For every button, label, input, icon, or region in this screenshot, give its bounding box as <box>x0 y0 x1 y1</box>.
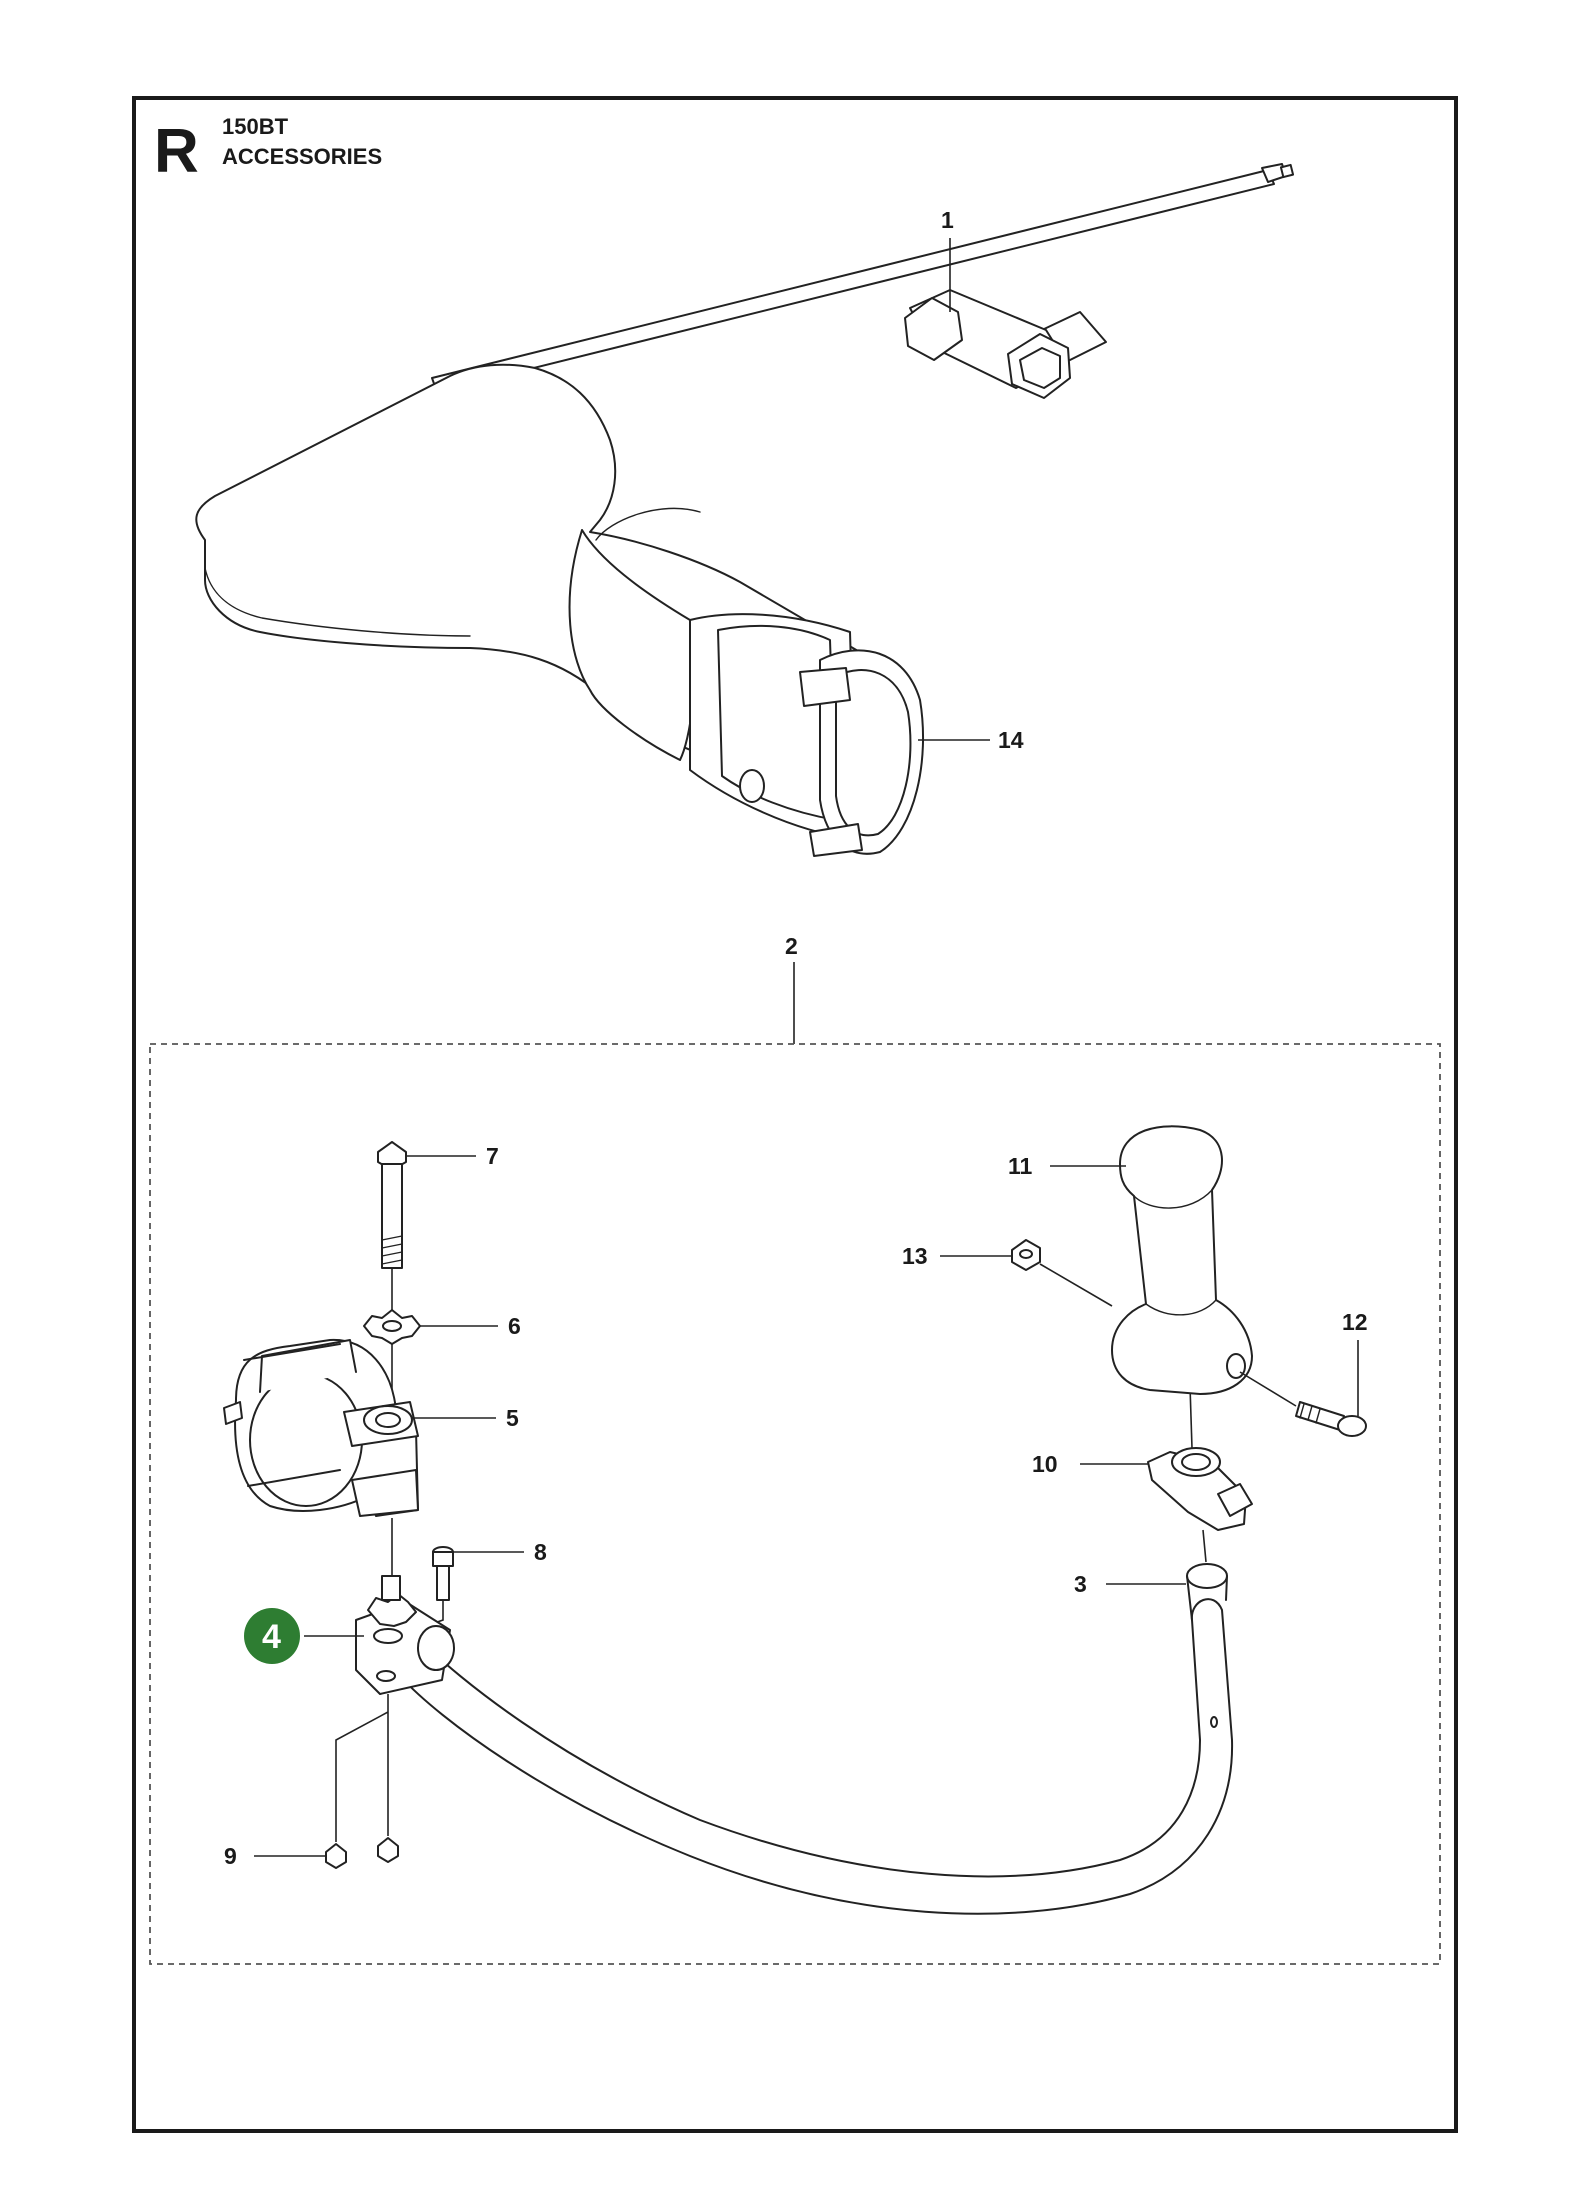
callout-12: 12 <box>1342 1309 1368 1335</box>
flat-nozzle-icon <box>195 363 925 857</box>
page-frame <box>132 96 1458 2133</box>
hex-nut-icon <box>325 1837 399 1869</box>
side-grip-icon <box>1111 1125 1253 1395</box>
callout-11: 11 <box>1008 1153 1033 1179</box>
toothed-washer-icon <box>363 1309 421 1345</box>
section-letter: R <box>154 117 199 186</box>
square-nut-icon <box>1011 1239 1041 1271</box>
callout-1: 1 <box>941 207 954 233</box>
handle-bracket-icon <box>1147 1447 1253 1531</box>
callout-2: 2 <box>785 933 798 959</box>
callout-4: 4 <box>262 1618 281 1656</box>
hex-bolt-icon <box>377 1141 407 1269</box>
callout-14: 14 <box>998 727 1024 753</box>
loop-handle-icon <box>399 1563 1234 1915</box>
cap-screw-icon <box>1295 1401 1367 1437</box>
callout-9: 9 <box>224 1843 237 1869</box>
axis-line-10-3 <box>1202 1529 1207 1563</box>
callout-13: 13 <box>902 1243 928 1269</box>
kit-2-outline <box>149 1043 1441 1965</box>
highlight-badge <box>244 1608 300 1664</box>
handle-clamp-icon <box>223 1338 419 1517</box>
section-title: ACCESSORIES <box>222 144 382 169</box>
callout-6: 6 <box>508 1313 521 1339</box>
combination-wrench-icon <box>431 163 1295 399</box>
axis-line-11-10 <box>1189 1385 1193 1449</box>
axis-line-13 <box>1039 1263 1113 1307</box>
model-name: 150BT <box>222 114 289 139</box>
callout-8: 8 <box>534 1539 547 1565</box>
socket-screw-icon <box>432 1546 454 1601</box>
axis-line-9 <box>335 1694 389 1842</box>
callout-3: 3 <box>1074 1571 1087 1597</box>
callout-5: 5 <box>506 1405 519 1431</box>
clamp-block-icon <box>355 1575 455 1695</box>
axis-line-12 <box>1239 1371 1297 1407</box>
callout-10: 10 <box>1032 1451 1058 1477</box>
callout-7: 7 <box>486 1143 499 1169</box>
